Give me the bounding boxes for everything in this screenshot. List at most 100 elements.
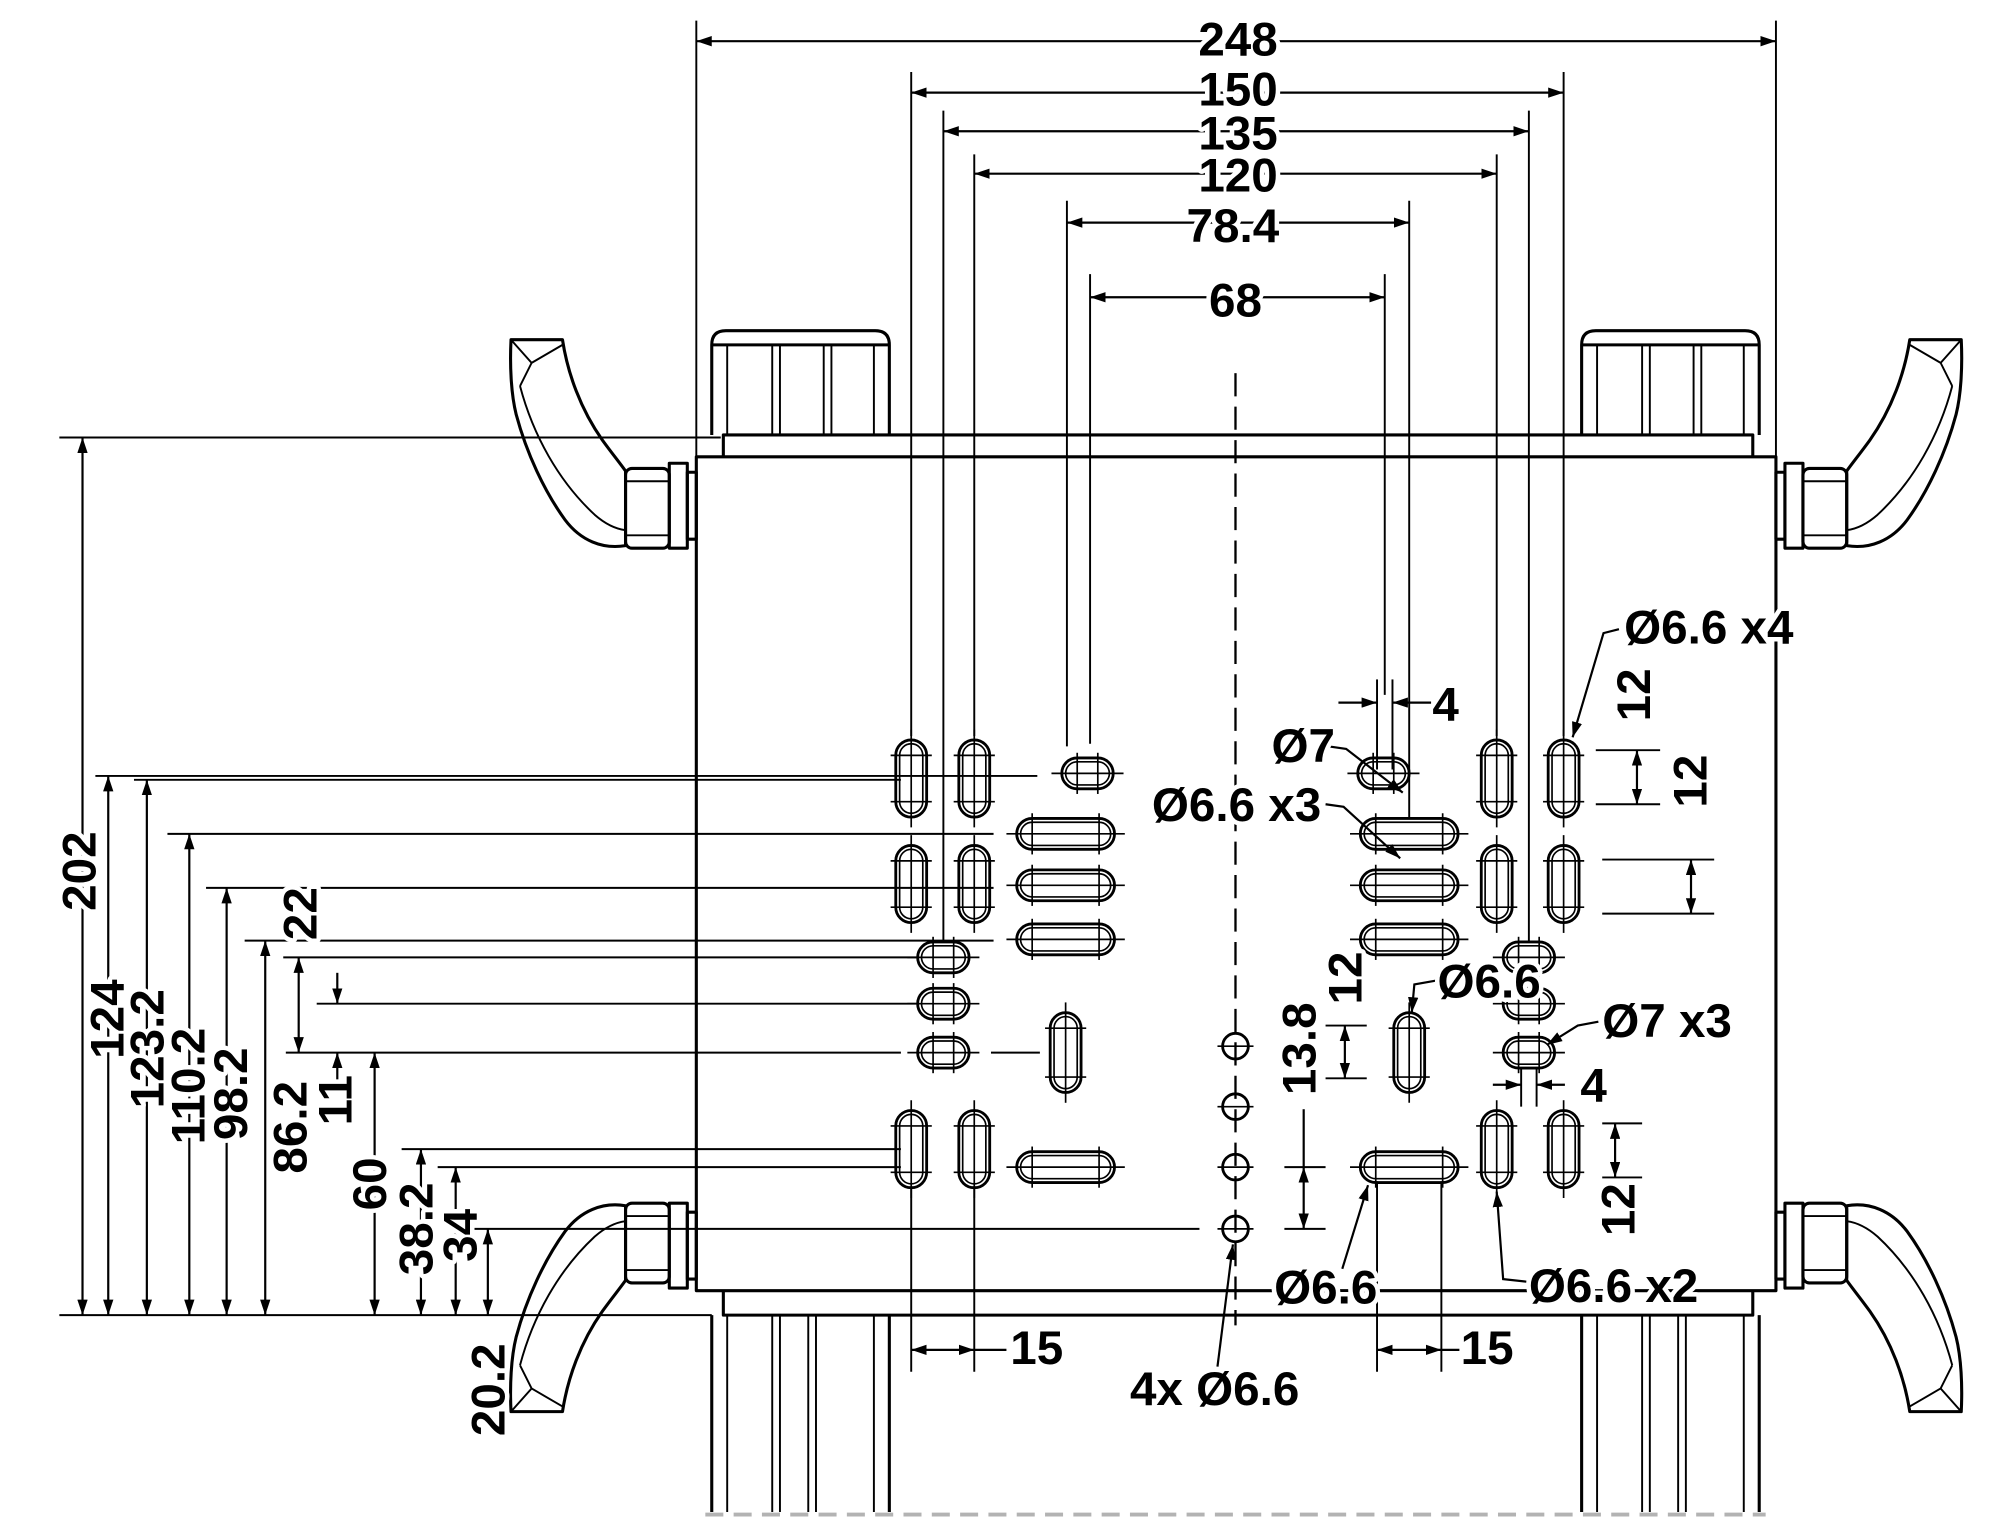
lever-ridge [1846,385,1954,532]
dim-label-22: 22 [275,887,328,940]
callout-holes-6-6-x4: Ø6.6 x4 [1624,601,1794,654]
leader-lines [1216,628,1620,1367]
callout-holes-6-6-x2: Ø6.6 x2 [1529,1260,1698,1313]
callout-holes-6-6-x3: Ø6.6 x3 [1152,779,1321,832]
top-plate-upper-edge [721,433,1755,457]
clamp-lever-top-left [509,338,698,550]
dim-label-202: 202 [53,831,106,910]
lever-ridge [519,385,626,532]
dim-label-78-4: 78.4 [1187,200,1280,253]
horizontal-slot [1006,918,1125,960]
lever-collar [667,461,689,550]
leader-line [1327,745,1404,794]
dim-label-248: 248 [1198,13,1277,66]
round-hole [1217,1092,1254,1121]
short-slot [1051,752,1124,794]
dim-label-4-lower: 4 [1580,1060,1607,1113]
leader-line [1325,803,1401,860]
short-slot [1492,1032,1565,1074]
vertical-slot [1476,835,1518,933]
lever-arm [1845,338,1964,548]
lever-tip [510,339,563,387]
dim-label-120: 120 [1198,150,1277,203]
lever-tip [1909,1364,1962,1413]
horizontal-slot [1350,864,1469,906]
dim-label-12-pitch: 12 [1664,755,1717,808]
horizontal-slot [1350,918,1469,960]
vertical-slot [953,1100,995,1199]
dim-label-135: 135 [1198,107,1277,160]
dim-label-13-8: 13.8 [1273,1002,1326,1095]
mounting-slots [890,729,1585,1244]
vertical-slot [890,729,932,828]
dim-label-86-2: 86.2 [264,1081,317,1174]
lever-collar [1783,1201,1805,1290]
callout-hole-6-6-lower: Ø6.6 [1274,1262,1377,1315]
round-hole [1217,1214,1254,1244]
horizontal-slot [1006,813,1125,855]
dim-label-110-2: 110.2 [163,1028,216,1145]
vertical-slot [953,835,995,933]
dim-label-60: 60 [344,1157,397,1210]
dimension-lines [77,36,1776,1356]
dimension-labels: 248 150 135 120 78.4 68 202 124 123.2 11… [49,9,1799,1441]
dim-label-123-2: 123.2 [122,989,175,1108]
vertical-slot [1543,729,1585,828]
clamp-lever-top-right [1774,338,1964,550]
vertical-slot [890,1100,932,1199]
horizontal-slot [1006,1146,1125,1188]
vertical-slot [1476,729,1518,828]
dim-label-15-left: 15 [1010,1322,1063,1375]
vertical-slot [890,835,932,933]
lever-stud [685,1210,698,1281]
short-slot [907,936,980,978]
vertical-slot [1388,1002,1430,1103]
lever-ridge [1846,1220,1954,1366]
clamp-lever-bottom-right [1774,1201,1964,1414]
dim-label-38-2: 38.2 [391,1183,444,1276]
clamp-lever-bottom-left [509,1201,698,1414]
leader-line [1341,1184,1370,1270]
horizontal-slot [1006,864,1125,906]
horizontal-slot [1350,813,1469,855]
vertical-slot [1543,1100,1585,1199]
dim-label-11: 11 [309,1075,362,1125]
leader-line [1216,1244,1237,1367]
dim-label-20-2: 20.2 [463,1343,516,1436]
dim-label-15-right: 15 [1461,1322,1514,1375]
lever-ridge [519,1220,626,1366]
lever-arm [1845,1203,1964,1414]
lever-stud [685,470,698,541]
round-hole [1217,1031,1254,1061]
round-hole [1217,1152,1254,1182]
callout-holes-7-x3: Ø7 x3 [1602,995,1732,1048]
short-slot [1492,936,1565,978]
vertical-slot [1045,1002,1087,1103]
leader-line [1408,979,1437,1013]
dim-label-98-2: 98.2 [205,1047,258,1140]
callout-hole-6-6-upper: Ø6.6 [1438,955,1541,1008]
dim-label-124: 124 [82,979,135,1059]
top-block-left [710,329,891,435]
dim-label-12-lower: 12 [1592,1183,1645,1236]
dim-label-150: 150 [1198,64,1277,117]
vertical-slot [1476,1100,1518,1199]
top-plate-lower-edge [721,1290,1755,1317]
lever-tip [510,1364,563,1413]
callout-holes-4x-6-6: 4x Ø6.6 [1130,1363,1299,1416]
short-slot [1492,983,1565,1025]
dim-label-12-center: 12 [1320,951,1373,1004]
vertical-slot [953,729,995,828]
top-block-right [1580,329,1761,435]
lever-arm [509,1203,628,1414]
callout-hole-7: Ø7 [1272,720,1336,773]
short-slot [907,983,980,1025]
top-block-outline [1580,329,1761,435]
lever-stud [1774,470,1787,541]
top-block-outline [710,329,891,435]
lever-stud [1774,1210,1787,1281]
dim-label-34: 34 [434,1208,487,1261]
dim-label-12-upper: 12 [1608,668,1661,721]
lever-tip [1909,339,1962,387]
